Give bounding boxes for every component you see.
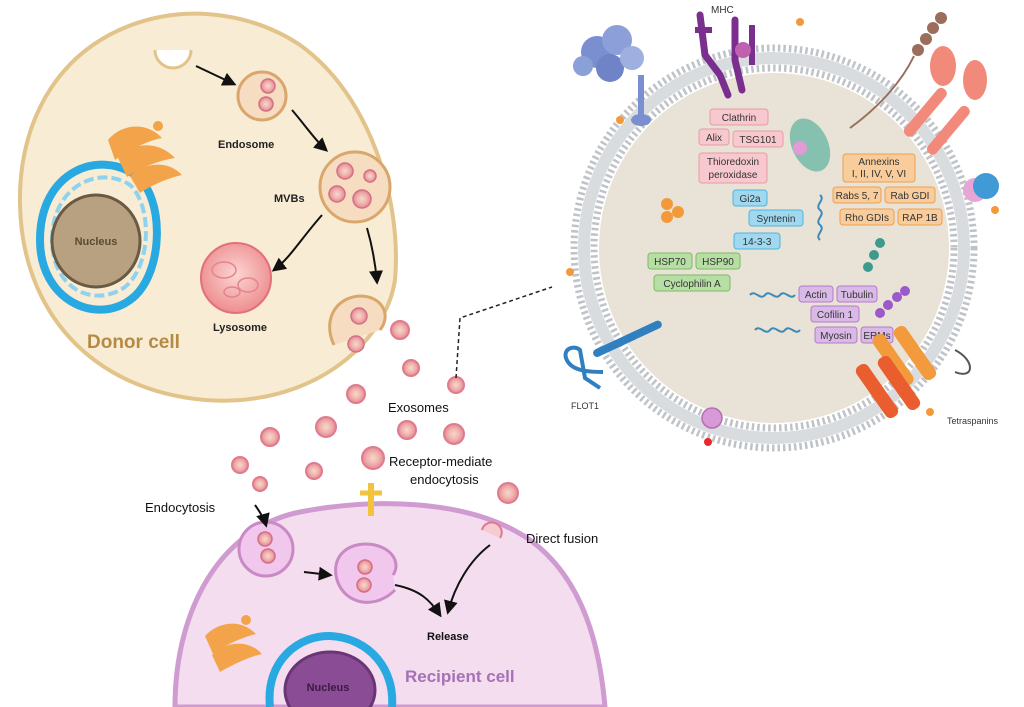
tag-alix: Alix bbox=[706, 133, 722, 144]
tag-hsp70: HSP70 bbox=[654, 257, 686, 268]
tag-peroxidase: peroxidase bbox=[709, 170, 758, 181]
tag-cyclophilin-a: Cyclophilin A bbox=[663, 279, 721, 290]
arrow-to-endosome bbox=[195, 65, 237, 86]
mvb bbox=[318, 150, 392, 224]
arrow-endocytosis bbox=[254, 504, 270, 528]
tag-tsg101: TSG101 bbox=[739, 135, 777, 146]
lysosome-label: Lysosome bbox=[213, 322, 267, 334]
lipid-tails bbox=[578, 52, 970, 444]
tags-pink: Clathrin Alix TSG101 Thioredoxin peroxid… bbox=[698, 108, 784, 184]
endocytosis-label: Endocytosis bbox=[145, 500, 216, 515]
endosome-label: Endosome bbox=[218, 139, 274, 151]
tag-annexins: Annexins bbox=[858, 157, 899, 168]
tag-hsp90: HSP90 bbox=[702, 257, 734, 268]
recipient-cell: Nucleus Release Recipient cell bbox=[172, 483, 608, 707]
arrow-to-late-endosome bbox=[303, 566, 333, 581]
recipient-nucleus-label: Nucleus bbox=[307, 682, 350, 694]
exosomes-label: Exosomes bbox=[388, 400, 449, 415]
tetraspanin-protein-complex bbox=[573, 25, 651, 126]
receptor-mediated-label-1: Receptor-mediate bbox=[389, 454, 492, 469]
fusing-exosome bbox=[481, 521, 503, 539]
tag-rabs: Rabs 5, 7 bbox=[836, 191, 879, 202]
recipient-nucleus bbox=[283, 650, 377, 707]
tag-actin: Actin bbox=[805, 290, 827, 301]
recipient-golgi bbox=[205, 615, 262, 672]
mvb-fusion bbox=[328, 294, 387, 353]
membrane-protein-blue bbox=[973, 173, 999, 199]
mhc-label: MHC bbox=[711, 5, 734, 16]
receptor-mediated-label-2: endocytosis bbox=[410, 472, 479, 487]
tag-clathrin: Clathrin bbox=[722, 113, 756, 124]
mvbs-label: MVBs bbox=[274, 193, 305, 205]
zoom-connector bbox=[455, 286, 553, 379]
tag-myosin: Myosin bbox=[820, 331, 852, 342]
flot1-label: FLOT1 bbox=[571, 401, 599, 411]
tags-orange: Annexins I, II, IV, V, VI Rabs 5, 7 Rab … bbox=[832, 153, 943, 226]
receptor bbox=[360, 483, 382, 516]
tag-thioredoxin: Thioredoxin bbox=[707, 157, 759, 168]
released-exosomes bbox=[231, 320, 519, 504]
tag-14-3-3: 14-3-3 bbox=[743, 237, 772, 248]
budding-pit bbox=[153, 49, 193, 70]
endosome bbox=[236, 70, 288, 122]
tetraspanins-label: Tetraspanins bbox=[947, 416, 999, 426]
exosome-detail: MHC bbox=[563, 5, 999, 452]
transmembrane-receptors bbox=[903, 46, 987, 155]
recipient-er bbox=[265, 631, 397, 707]
tag-annexins-numbers: I, II, IV, V, VI bbox=[852, 169, 906, 180]
arrow-to-mvb bbox=[291, 109, 329, 152]
tag-syntenin: Syntenin bbox=[757, 214, 796, 225]
tags-blue: Gi2a Syntenin 14-3-3 bbox=[732, 189, 804, 250]
tag-rab-gdi: Rab GDI bbox=[891, 191, 930, 202]
tag-cofilin-1: Cofilin 1 bbox=[817, 310, 854, 321]
endocytic-vesicle bbox=[237, 520, 295, 578]
endoplasmic-reticulum bbox=[35, 160, 161, 314]
tag-tubulin: Tubulin bbox=[841, 290, 873, 301]
donor-cell-title: Donor cell bbox=[87, 332, 180, 353]
tag-gi2a: Gi2a bbox=[739, 194, 761, 205]
tag-rap-1b: RAP 1B bbox=[902, 213, 938, 224]
lysosome bbox=[200, 242, 272, 314]
arrow-to-fusion bbox=[366, 227, 383, 285]
arrow-release-from-fusion bbox=[444, 544, 491, 615]
release-label: Release bbox=[427, 631, 469, 643]
tag-rho-gdis: Rho GDIs bbox=[845, 213, 889, 224]
recipient-cell-title: Recipient cell bbox=[405, 667, 515, 686]
flot1-protein bbox=[563, 320, 662, 390]
late-endosome bbox=[334, 542, 398, 604]
nucleus bbox=[50, 193, 142, 289]
arrow-to-lysosome bbox=[271, 214, 323, 272]
mhc-molecules bbox=[695, 11, 755, 99]
tetraspanins bbox=[855, 325, 971, 419]
inner-lipid-heads bbox=[590, 64, 958, 432]
donor-cell: Nucleus Endosome MVBs bbox=[17, 11, 398, 403]
arrow-release-from-endosome bbox=[394, 584, 442, 618]
nucleus-label: Nucleus bbox=[75, 236, 118, 248]
glycan-chain bbox=[849, 12, 947, 129]
tags-green: HSP70 HSP90 Cyclophilin A bbox=[647, 252, 741, 292]
direct-fusion-label: Direct fusion bbox=[526, 531, 598, 546]
golgi-apparatus bbox=[108, 121, 182, 193]
outer-lipid-heads bbox=[570, 44, 978, 452]
lumen-cargo bbox=[661, 118, 910, 333]
